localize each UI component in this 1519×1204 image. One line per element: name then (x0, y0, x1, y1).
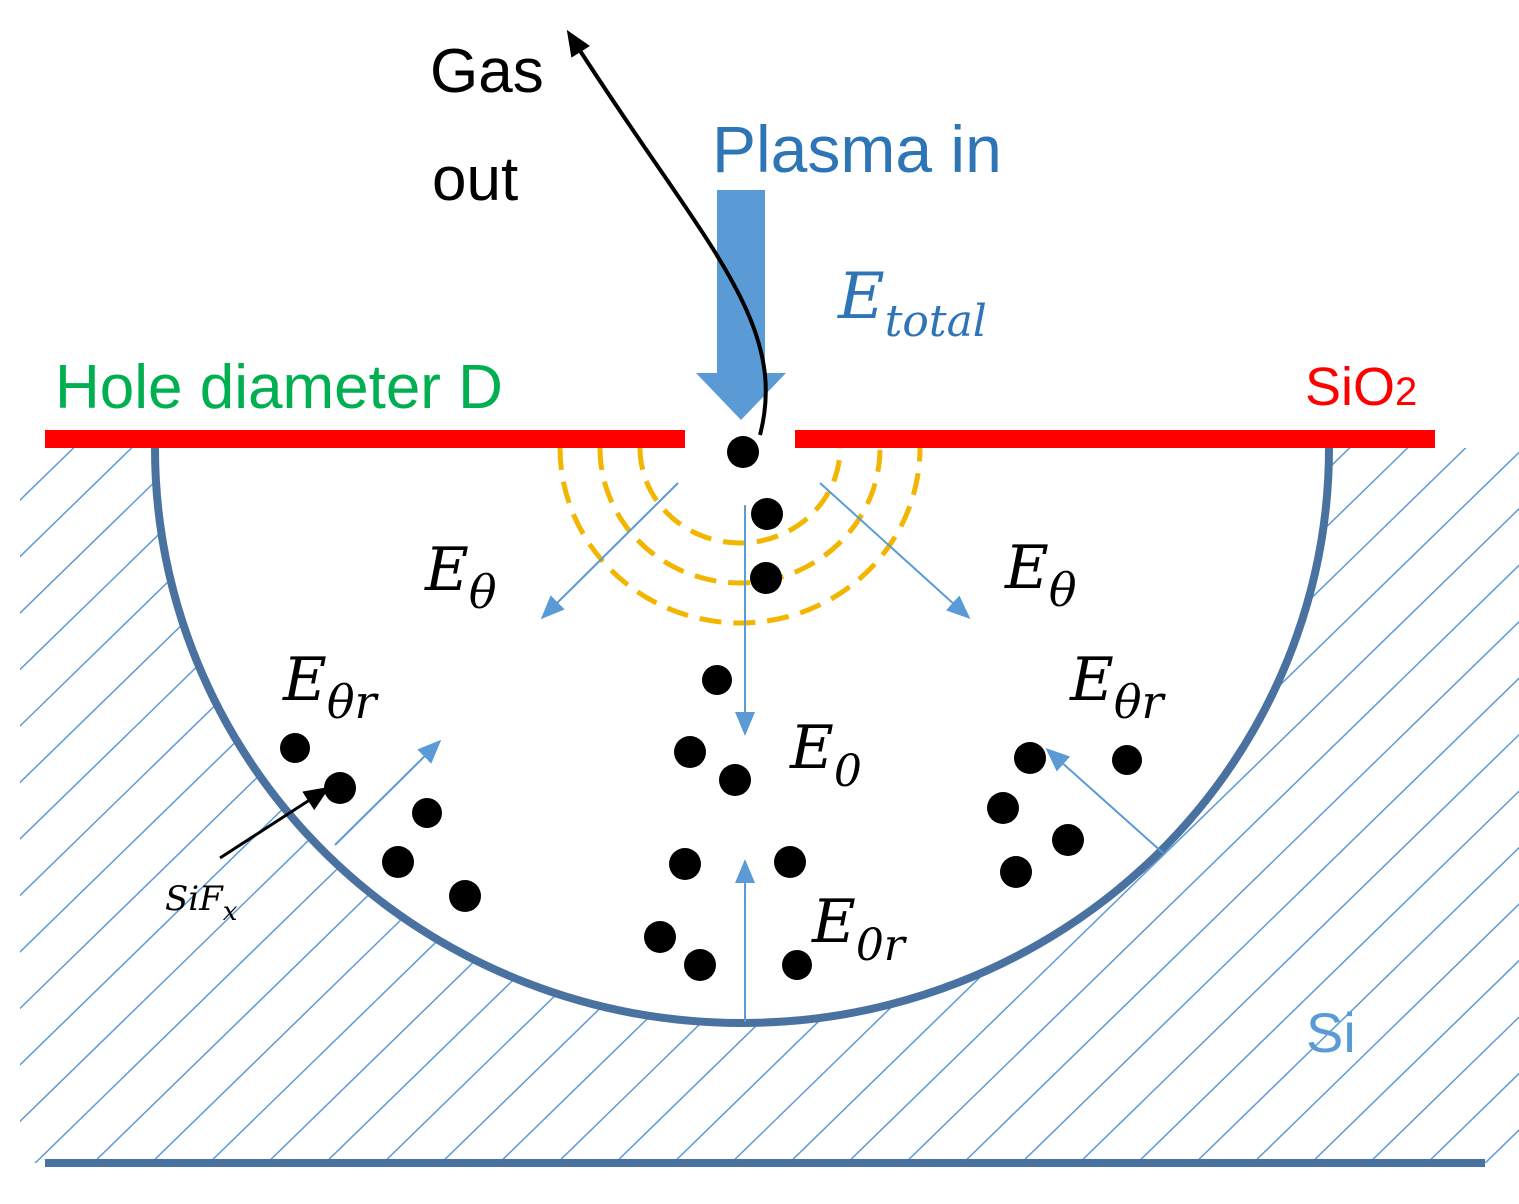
e-theta-right-sub: θ (1049, 563, 1077, 617)
particle (751, 498, 783, 530)
sio2-main: SiO (1305, 357, 1395, 417)
particle (669, 848, 701, 880)
e0r-main: E (811, 887, 856, 957)
sifx-pointer (219, 786, 331, 860)
particle (449, 880, 481, 912)
hatch-line (20, 448, 267, 1163)
e-theta-left-sub: θ (469, 565, 497, 619)
particle (382, 846, 414, 878)
e-theta-r-left-label: Eθr (282, 645, 380, 729)
etch-cavity-wall (151, 447, 1333, 1027)
hatch-line (1303, 448, 1519, 1163)
hatch-line (1245, 448, 1519, 1163)
e-theta-r-right-arrow (1045, 748, 1164, 854)
particle (987, 792, 1019, 824)
e0-sub: 0 (834, 746, 862, 797)
hatch-line (20, 448, 93, 1163)
gas-out-arrow (566, 29, 768, 436)
hatch-line (839, 448, 1519, 1163)
particle (750, 562, 782, 594)
hatch-line (897, 448, 1519, 1163)
hatch-line (433, 448, 1195, 1163)
particle (1000, 856, 1032, 888)
e-theta-r-left-arrow (334, 739, 442, 846)
particle (280, 733, 310, 763)
e-theta-r-right-main: E (1069, 645, 1114, 715)
hatch-line (1071, 448, 1519, 1163)
out-label: out (432, 145, 518, 214)
gas-label: Gas (430, 37, 544, 106)
e-theta-r-left-main: E (282, 645, 327, 715)
e0r-sub: 0r (856, 920, 908, 971)
e0-main: E (789, 713, 834, 783)
field-arrows (334, 482, 1164, 1022)
e-theta-right-main: E (1004, 533, 1049, 603)
hatch-line (1361, 448, 1519, 1163)
sio2-mask-left (45, 430, 685, 448)
hatch-line (20, 448, 209, 1163)
e-total-label: Etotal (837, 260, 987, 347)
plasma-in-arrow (696, 190, 786, 420)
particle (727, 436, 759, 468)
sifx-label: SiFx (165, 879, 238, 927)
si-label: Si (1306, 1001, 1356, 1064)
particle (1112, 745, 1142, 775)
e-theta-right-label: Eθ (1004, 533, 1077, 617)
particle (644, 921, 676, 953)
hatch-line (20, 448, 151, 1163)
e-theta-left-label: Eθ (424, 535, 497, 619)
e0-label: E0 (789, 713, 862, 797)
hatch-line (201, 448, 963, 1163)
hatch-line (143, 448, 905, 1163)
particle (702, 665, 732, 695)
hatch-line (491, 448, 1253, 1163)
particle (674, 736, 706, 768)
sio2-mask-right (795, 430, 1435, 448)
hatch-line (20, 448, 383, 1163)
particle (1052, 824, 1084, 856)
field-arcs (557, 447, 923, 626)
hatch-line (1129, 448, 1519, 1163)
hatch-line (955, 448, 1519, 1163)
particle (324, 772, 356, 804)
hole-diameter-label: Hole diameter D (55, 353, 503, 422)
e-theta-left-arrow (540, 482, 679, 620)
sio2-sub: 2 (1395, 370, 1417, 414)
particle (412, 798, 442, 828)
particle (719, 764, 751, 796)
particle (782, 950, 812, 980)
sifx-particles (280, 436, 1142, 981)
hatch-line (607, 448, 1369, 1163)
e-theta-r-right-label: Eθr (1069, 645, 1167, 729)
e0r-label: E0r (811, 887, 908, 971)
sifx-main: SiF (165, 879, 224, 919)
particle (1014, 742, 1046, 774)
hatch-line (1013, 448, 1519, 1163)
particle (684, 949, 716, 981)
e-theta-left-main: E (424, 535, 469, 605)
plasma-in-label: Plasma in (712, 112, 1002, 186)
e-theta-right-arrow (819, 482, 971, 620)
particle (774, 846, 806, 878)
hatch-line (20, 448, 35, 1163)
e-theta-r-left-sub: θr (327, 675, 380, 729)
sifx-sub: x (223, 897, 238, 927)
hatch-line (1187, 448, 1519, 1163)
e-theta-r-right-sub: θr (1114, 675, 1167, 729)
sio2-label: SiO2 (1305, 357, 1417, 417)
e-total-sub: total (885, 296, 987, 347)
hatch-line (549, 448, 1311, 1163)
e-total-main: E (837, 260, 885, 334)
hatch-line (27, 448, 789, 1163)
hatch-line (1477, 448, 1519, 1163)
hatch-line (1419, 448, 1519, 1163)
